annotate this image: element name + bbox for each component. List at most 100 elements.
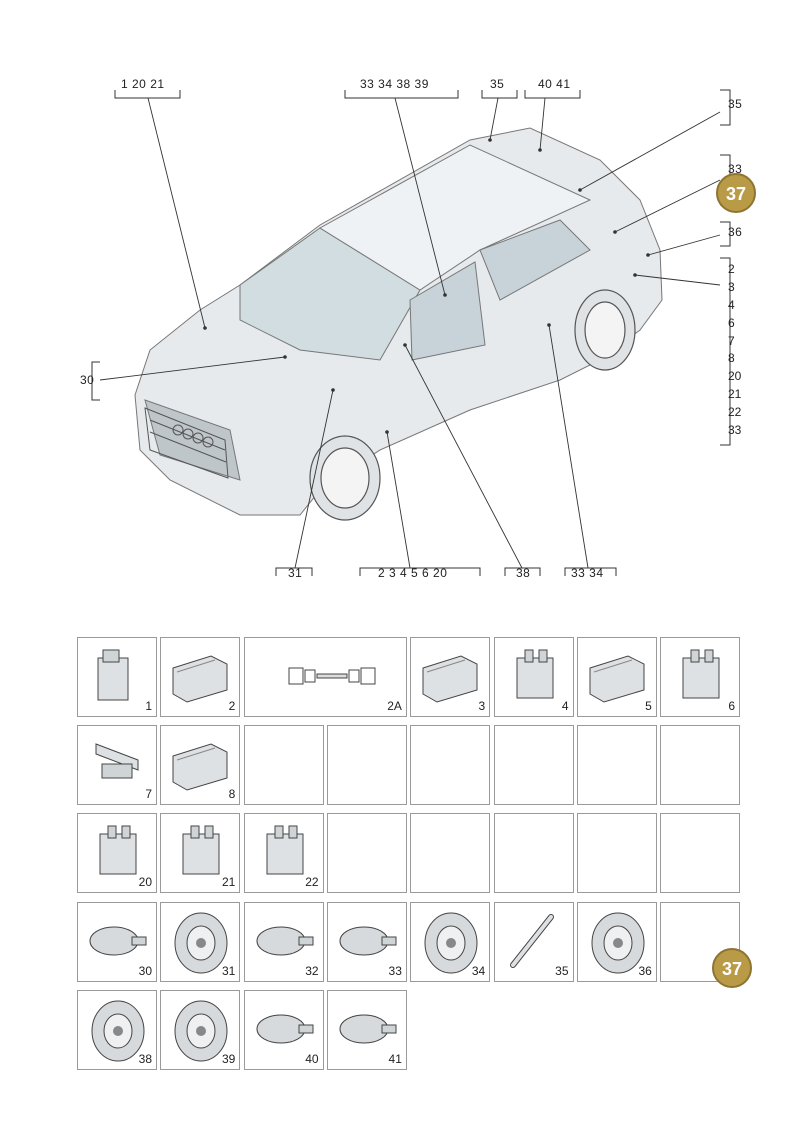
part-number-label: 2A (387, 699, 402, 713)
part-grommet-icon (89, 926, 147, 956)
part-speaker-icon (174, 1000, 228, 1062)
part-housing-icon (172, 655, 228, 703)
part-connector-icon (97, 649, 129, 701)
list-item: 7 (728, 333, 735, 348)
part-cell-empty (410, 725, 491, 806)
part-cell-36[interactable]: 36 (576, 901, 657, 982)
list-item: 6 (728, 315, 735, 330)
part-cell-5[interactable]: 5 (576, 637, 657, 717)
part-number-label: 35 (555, 963, 569, 978)
part-number-label: 40 (305, 1051, 319, 1066)
part-number-label: 8 (228, 787, 236, 802)
part-relay-icon (182, 825, 220, 875)
part-cell-30[interactable]: 30 (77, 901, 157, 982)
part-number-label: 21 (221, 875, 236, 890)
part-housing-icon (422, 655, 478, 703)
wheels (309, 289, 636, 521)
part-number-label: 3 (478, 699, 486, 713)
callout-label-right-33: 33 (728, 162, 743, 176)
leader-dots (203, 138, 650, 434)
part-cell-empty (326, 813, 407, 894)
part-relay-icon (266, 825, 304, 875)
part-clip-icon (95, 743, 139, 779)
list-item: 2 (728, 262, 735, 276)
badge-37-top[interactable]: 37 (716, 173, 756, 213)
part-speaker-icon (174, 912, 228, 974)
part-cell-7[interactable]: 7 (77, 725, 157, 806)
part-cell-2A[interactable]: 2A (243, 637, 407, 717)
part-number-label: 31 (221, 963, 236, 978)
list-item: 3 (728, 279, 735, 294)
part-cell-empty (243, 725, 324, 806)
part-number-label: 1 (145, 699, 152, 713)
callout-label-40-41: 40 41 (538, 77, 571, 91)
callout-label-33-34-38-39: 33 34 38 39 (360, 77, 429, 91)
part-cell-empty (493, 813, 574, 894)
part-relay-icon (99, 825, 137, 875)
part-cell-empty (493, 725, 574, 806)
callout-label-2-3-4-5-6-20: 2 3 4 5 6 20 (378, 566, 448, 580)
part-cell-empty (660, 813, 741, 894)
part-cell-8[interactable]: 8 (160, 725, 241, 806)
part-number-label: 34 (471, 963, 486, 978)
part-sleeve-icon (509, 913, 554, 968)
part-number-label: 7 (145, 787, 152, 802)
car-diagram (91, 89, 731, 576)
part-cell-2[interactable]: 2 (160, 637, 241, 717)
part-cell-4[interactable]: 4 (493, 637, 574, 717)
part-cell-3[interactable]: 3 (410, 637, 491, 717)
list-item: 20 (728, 369, 742, 384)
part-cell-21[interactable]: 21 (160, 813, 241, 894)
leader-lines (99, 97, 721, 569)
part-grommet-icon (256, 1014, 314, 1044)
callout-label-30: 30 (80, 373, 95, 387)
part-number-label: 39 (221, 1051, 236, 1066)
callout-label-1-20-21: 1 20 21 (121, 77, 165, 91)
part-speaker-icon (424, 912, 478, 974)
part-cell-empty (660, 725, 741, 806)
part-grommet-icon (256, 926, 314, 956)
part-cell-33[interactable]: 33 (326, 901, 407, 982)
part-cell-39[interactable]: 39 (160, 989, 241, 1070)
part-number-label: 4 (561, 699, 569, 713)
part-cell-32[interactable]: 32 (243, 901, 324, 982)
list-item: 8 (728, 351, 735, 366)
part-number-label: 33 (388, 963, 402, 978)
part-cell-empty (326, 725, 407, 806)
part-housing-icon (589, 655, 645, 703)
part-number-label: 22 (305, 875, 319, 890)
part-cell-20[interactable]: 20 (77, 813, 157, 894)
callout-label-38: 38 (516, 566, 531, 580)
badge-37-grid[interactable]: 37 (712, 948, 752, 988)
part-number-label: 2 (228, 699, 236, 713)
callout-label-right-36: 36 (728, 225, 743, 239)
grille (144, 407, 229, 479)
part-cell-22[interactable]: 22 (243, 813, 324, 894)
part-cell-38[interactable]: 38 (77, 989, 157, 1070)
list-item: 21 (728, 387, 742, 402)
part-relay-icon (516, 649, 553, 699)
car-illustration (134, 127, 663, 516)
part-number-label: 32 (305, 963, 319, 978)
callout-label-right-35: 35 (728, 97, 743, 111)
part-number-label: 20 (138, 875, 152, 890)
part-cell-empty (410, 813, 491, 894)
part-cell-1[interactable]: 1 (77, 637, 157, 717)
part-cell-41[interactable]: 41 (326, 989, 407, 1070)
part-cell-40[interactable]: 40 (243, 989, 324, 1070)
part-housing-icon (172, 743, 228, 791)
part-number-label: 6 (728, 699, 736, 713)
part-cell-34[interactable]: 34 (410, 901, 491, 982)
part-cable-icon (288, 667, 376, 685)
part-cell-6[interactable]: 6 (660, 637, 741, 717)
part-grommet-icon (339, 1014, 397, 1044)
callout-label-33-34: 33 34 (571, 566, 604, 580)
part-cell-35[interactable]: 35 (493, 901, 574, 982)
part-relay-icon (682, 649, 720, 699)
part-grommet-icon (339, 926, 397, 956)
callout-list-right: 2 3 4 6 7 8 20 21 22 33 (728, 261, 741, 440)
part-number-label: 30 (138, 963, 152, 978)
part-number-label: 38 (138, 1051, 152, 1066)
callout-label-35: 35 (490, 77, 505, 91)
part-cell-31[interactable]: 31 (160, 901, 241, 982)
